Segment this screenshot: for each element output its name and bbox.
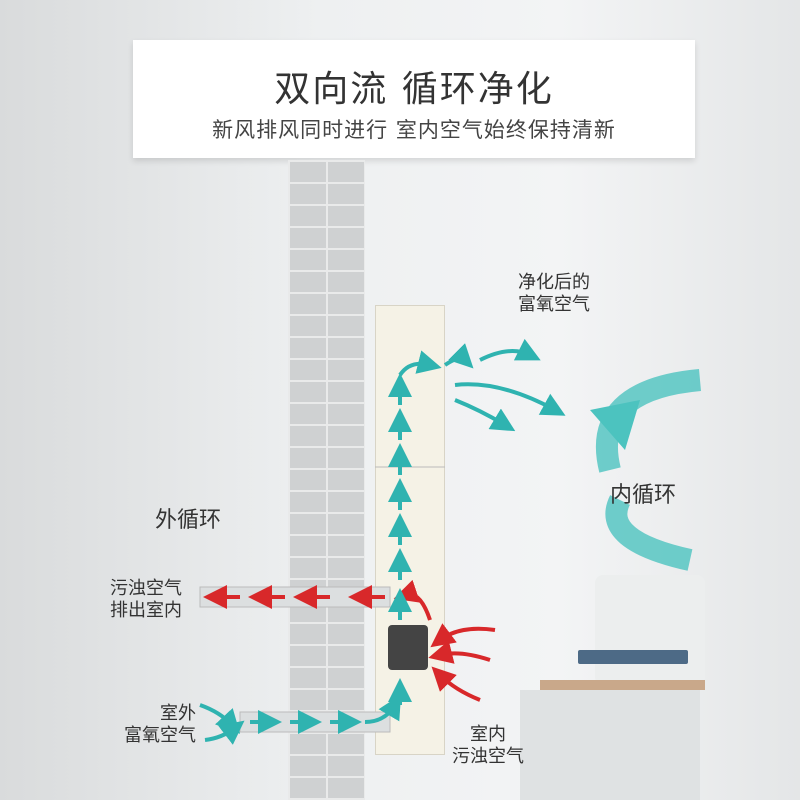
- intake-arrows: [199, 338, 566, 745]
- page-subtitle: 新风排风同时进行 室内空气始终保持清新: [212, 118, 616, 142]
- sofa: [595, 575, 705, 685]
- outdoor-air-label: 室外富氧空气: [124, 703, 196, 746]
- outer-loop-label: 外循环: [155, 508, 222, 533]
- indoor-air-label: 室内污浊空气: [452, 724, 524, 767]
- purified-air-label: 净化后的富氧空气: [518, 272, 590, 315]
- coffee-table: [540, 680, 705, 690]
- filter-core: [388, 625, 428, 670]
- header-card: 双向流 循环净化 新风排风同时进行 室内空气始终保持清新: [133, 40, 695, 158]
- exhaust-label: 污浊空气排出室内: [110, 578, 182, 621]
- page-title: 双向流 循环净化: [274, 69, 554, 110]
- tray: [578, 650, 688, 664]
- brick-wall: [288, 160, 365, 800]
- floor: [520, 690, 700, 800]
- inner-loop-label: 内循环: [610, 483, 677, 508]
- exhaust-arrows: [203, 579, 496, 702]
